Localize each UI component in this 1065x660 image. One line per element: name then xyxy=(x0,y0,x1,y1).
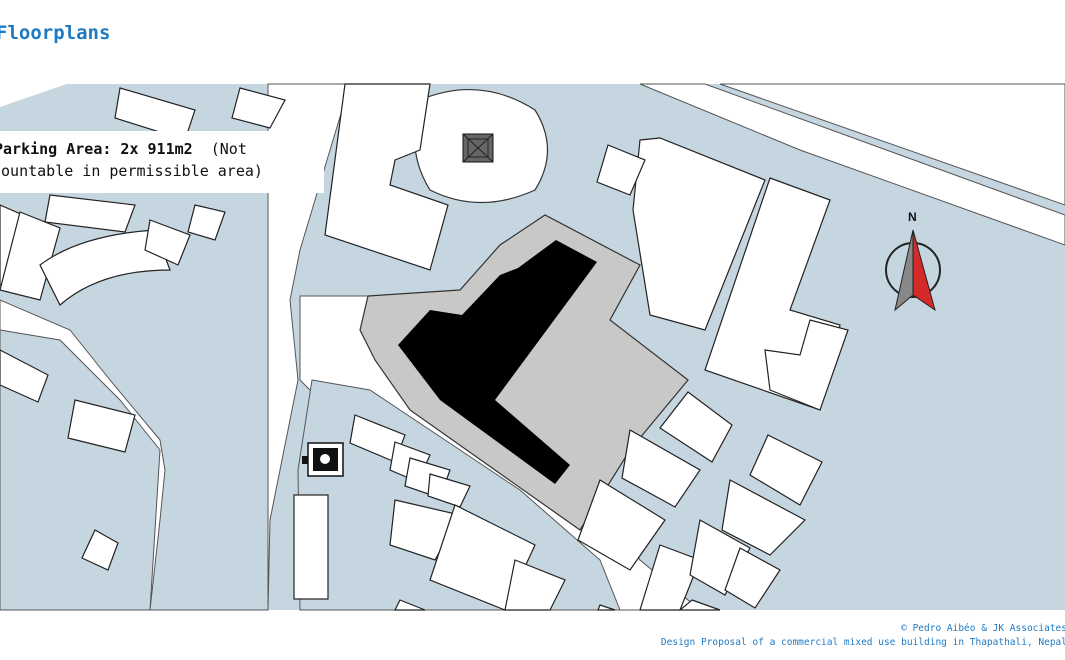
existing-buildings xyxy=(0,83,849,611)
temple-hatch xyxy=(462,133,494,163)
kiosk-building xyxy=(293,494,329,600)
parking-note-aside: (Not xyxy=(210,140,247,158)
north-label: N xyxy=(908,210,917,224)
title-banner xyxy=(0,0,310,107)
parking-note-line1: Parking Area: 2x 911m2 (Not xyxy=(0,140,247,158)
site-area xyxy=(359,214,689,531)
ground-patch xyxy=(0,329,161,611)
parking-note-line2: countable in permissible area) xyxy=(0,162,263,180)
proposed-building xyxy=(398,240,597,484)
north-arrow-icon: N xyxy=(885,210,941,312)
page-title: Floorplans xyxy=(0,22,111,44)
parking-note: Parking Area: 2x 911m2 (Not countable in… xyxy=(0,131,324,193)
shrine-step xyxy=(302,456,308,464)
caption-text: Design Proposal of a commercial mixed us… xyxy=(660,637,1065,648)
shrine-dot xyxy=(320,454,330,464)
parking-area-value: Parking Area: 2x 911m2 xyxy=(0,140,193,158)
copyright-text: © Pedro Aibéo & JK Associates xyxy=(901,623,1065,634)
